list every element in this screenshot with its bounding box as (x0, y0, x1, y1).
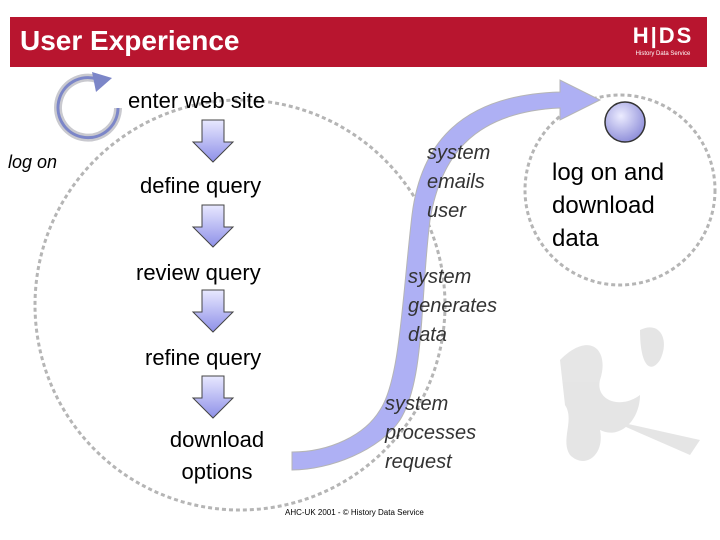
feather-watermark-icon (560, 327, 700, 461)
hds-logo: H|DS History Data Service (627, 23, 699, 63)
start-label: enter web site (128, 88, 265, 113)
end-node (604, 101, 646, 143)
logo-letters: H|DS (632, 23, 694, 48)
system-step-emails: system emails user (427, 142, 491, 222)
logo-subtext: History Data Service (635, 51, 691, 57)
title-bar: User Experience H|DS History Data Servic… (10, 17, 707, 67)
slide-title: User Experience (20, 25, 240, 56)
step-download-options: download options (169, 427, 265, 484)
end-circle (523, 93, 717, 287)
step-refine-query: refine query (145, 345, 262, 370)
user-loop-circle (33, 98, 447, 512)
cycle-arrow-icon (54, 72, 122, 142)
down-arrow-icon (191, 289, 235, 333)
system-step-generates: system generates data (408, 266, 497, 346)
system-flow-arrow (291, 79, 602, 471)
step-define-query: define query (140, 173, 262, 198)
down-arrow-icon (191, 119, 235, 163)
down-arrow-icon (191, 204, 235, 248)
footer-credit: AHC-UK 2001 - © History Data Service (285, 508, 424, 517)
down-arrow-icon (191, 375, 235, 419)
system-step-processes: system processes request (385, 393, 477, 473)
end-label: log on and download data (552, 159, 665, 252)
left-label: log on (8, 152, 58, 172)
step-review-query: review query (136, 260, 261, 285)
